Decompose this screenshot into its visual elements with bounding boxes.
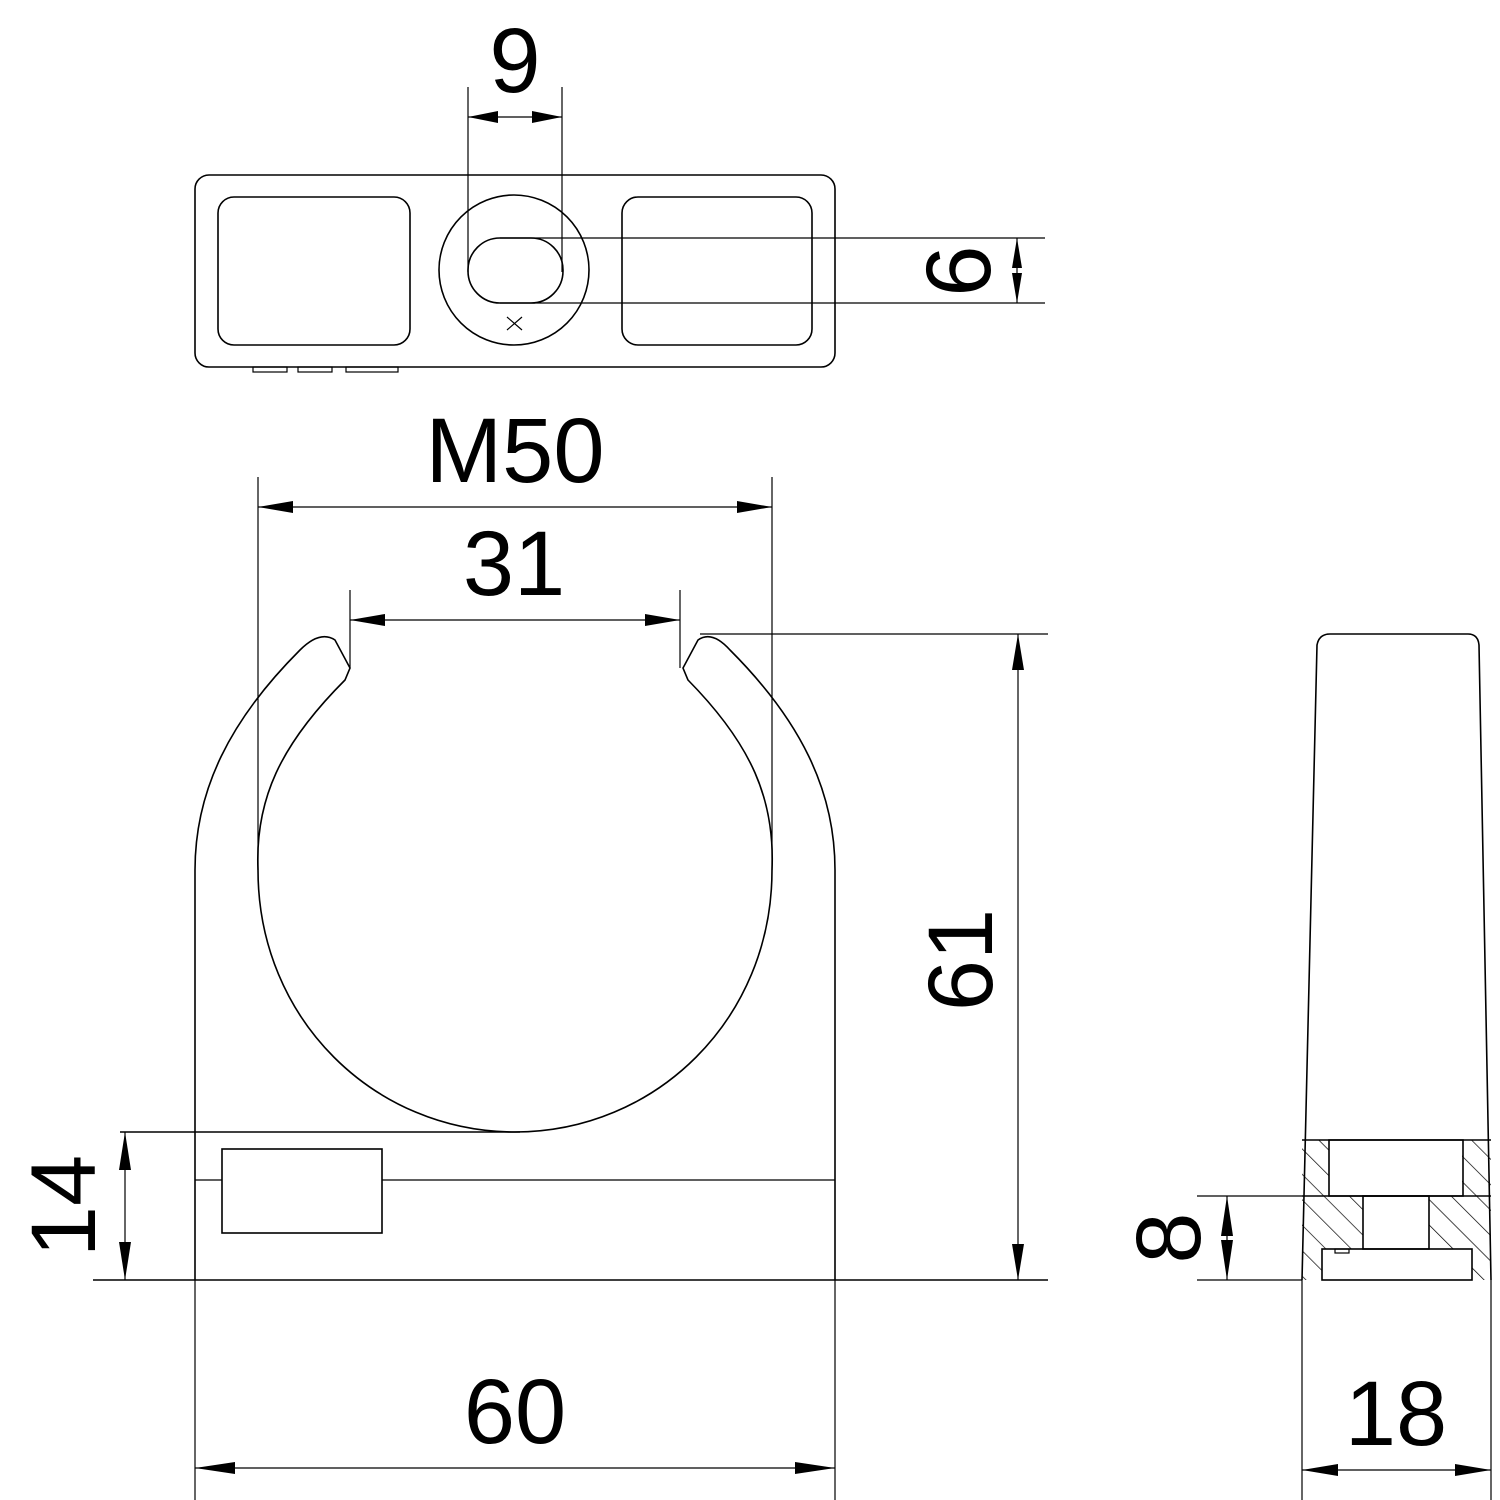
front-view-outer-left (194, 635, 351, 1280)
dim-side-depth: 18 (1301, 1280, 1492, 1500)
dim-label-61: 61 (910, 909, 1012, 1011)
dim-total-width: 60 (194, 1280, 836, 1500)
top-view: 9 6 (194, 10, 1045, 373)
dim-label-6: 6 (908, 245, 1010, 296)
dim-total-height: 61 (700, 633, 1048, 1280)
dim-label-60: 60 (464, 1361, 566, 1463)
center-mark-icon (506, 316, 523, 331)
top-view-boss-circle (438, 194, 590, 346)
front-view-outer-right (682, 635, 836, 1280)
side-view-outline (1301, 633, 1492, 1281)
dim-label-18: 18 (1345, 1363, 1447, 1465)
top-view-outline (194, 174, 836, 368)
dim-slot-height: 6 (500, 237, 1045, 304)
dim-thread-size: M50 (257, 400, 773, 870)
dim-label-31: 31 (463, 513, 565, 615)
dim-label-14: 14 (13, 1155, 115, 1257)
side-view-section-hatch (1302, 1140, 1491, 1280)
dim-label-m50: M50 (426, 400, 605, 502)
side-view-lower-cavity (1321, 1248, 1473, 1281)
side-view: 8 18 (1118, 633, 1492, 1500)
dim-slot-width: 9 (467, 10, 563, 272)
dim-base-height: 14 (13, 1132, 131, 1280)
side-view-upper-cavity (1328, 1139, 1464, 1197)
top-view-slot (467, 237, 564, 304)
dim-opening-width: 31 (349, 513, 681, 668)
front-view-label-box (221, 1148, 383, 1234)
top-view-left-window (217, 196, 411, 346)
dim-label-8: 8 (1118, 1212, 1220, 1263)
front-view: M50 31 61 14 (13, 400, 1048, 1500)
front-view-pipe-seat (257, 869, 773, 1133)
dim-label-9: 9 (489, 10, 540, 112)
side-view-mid-cavity (1362, 1195, 1430, 1250)
dim-side-base-height: 8 (1118, 1195, 1302, 1281)
top-view-bottom-tabs (252, 366, 399, 373)
top-view-right-window (621, 196, 813, 346)
